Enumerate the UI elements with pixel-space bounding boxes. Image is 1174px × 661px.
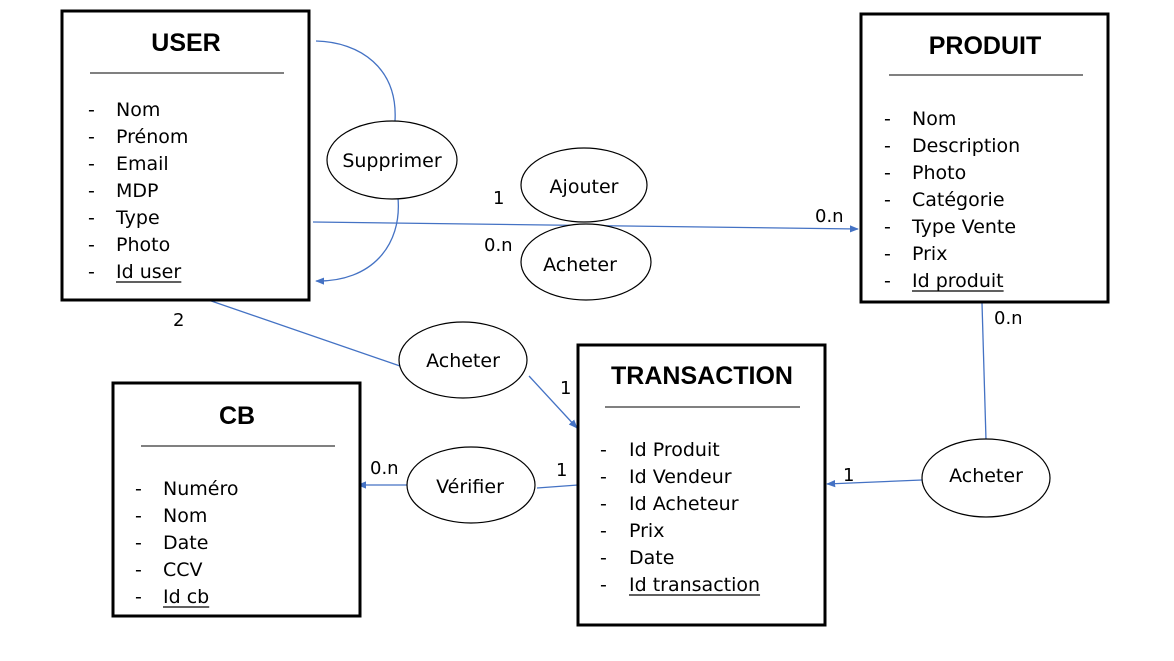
cardinality-label: 0.n — [994, 308, 1023, 329]
relation-label: Acheter — [949, 465, 1023, 487]
bullet-dash: - — [135, 586, 142, 608]
primary-key-attribute: Id cb — [163, 586, 209, 608]
entity-transaction: TRANSACTION -Id Produit-Id Vendeur-Id Ac… — [576, 343, 827, 627]
attribute-item: Id Acheteur — [629, 493, 739, 515]
entity-title: CB — [219, 402, 255, 430]
relation-verifier: Vérifier — [406, 446, 536, 524]
acheter-transaction2-connector — [826, 479, 923, 488]
bullet-dash: - — [88, 207, 95, 229]
cardinality-label: 1 — [843, 465, 854, 486]
user-acheter-connector — [187, 292, 401, 367]
bullet-dash: - — [88, 261, 95, 283]
entity-title: PRODUIT — [929, 32, 1042, 60]
bullet-dash: - — [600, 439, 607, 461]
attribute-item: Date — [629, 547, 674, 569]
relation-label: Acheter — [426, 350, 500, 372]
bullet-dash: - — [600, 466, 607, 488]
entity-produit: PRODUIT -Nom-Description-Photo-Catégorie… — [859, 12, 1110, 304]
entity-title: TRANSACTION — [611, 362, 793, 390]
primary-key-attribute: Id user — [116, 261, 181, 283]
cardinality-label: 1 — [556, 460, 567, 481]
bullet-dash: - — [600, 493, 607, 515]
attribute-item: Prix — [629, 520, 664, 542]
relation-supprimer: Supprimer — [326, 120, 458, 200]
attribute-item: Description — [912, 135, 1020, 157]
bullet-dash: - — [88, 99, 95, 121]
attribute-item: Photo — [912, 162, 966, 184]
attribute-item: Date — [163, 532, 208, 554]
attribute-item: Id Vendeur — [629, 466, 732, 488]
cardinality-label: 0.n — [815, 206, 844, 227]
entity-title: USER — [151, 29, 220, 57]
supprimer-loop-top — [315, 40, 396, 122]
relation-label: Vérifier — [436, 476, 504, 498]
bullet-dash: - — [884, 189, 891, 211]
bullet-dash: - — [88, 153, 95, 175]
attribute-item: Id Produit — [629, 439, 720, 461]
entity-cb: CB -Numéro-Nom-Date-CCV-Id cb — [111, 381, 362, 618]
bullet-dash: - — [135, 559, 142, 581]
attribute-item: Numéro — [163, 478, 238, 500]
relation-acheter-user-produit: Acheter — [520, 223, 652, 301]
bullet-dash: - — [884, 270, 891, 292]
cardinality-label: 1 — [560, 378, 571, 399]
cardinality-label: 0.n — [484, 235, 513, 256]
attribute-item: CCV — [163, 559, 203, 581]
attribute-item: Email — [116, 153, 169, 175]
primary-key-attribute: Id produit — [912, 270, 1004, 292]
attribute-item: Prix — [912, 243, 947, 265]
bullet-dash: - — [135, 532, 142, 554]
relation-label: Ajouter — [550, 176, 619, 198]
relation-ajouter: Ajouter — [520, 147, 648, 223]
cardinality-label: 1 — [493, 188, 504, 209]
attribute-item: Nom — [163, 505, 207, 527]
attribute-item: Nom — [912, 108, 956, 130]
bullet-dash: - — [135, 478, 142, 500]
attribute-item: Nom — [116, 99, 160, 121]
bullet-dash: - — [884, 216, 891, 238]
relation-label: Supprimer — [342, 150, 442, 172]
bullet-dash: - — [88, 126, 95, 148]
attribute-item: Type Vente — [911, 216, 1016, 238]
entity-user: USER -Nom-Prénom-Email-MDP-Type-Photo-Id… — [60, 9, 311, 302]
bullet-dash: - — [884, 162, 891, 184]
bullet-dash: - — [884, 243, 891, 265]
bullet-dash: - — [88, 180, 95, 202]
bullet-dash: - — [884, 135, 891, 157]
attribute-item: Prénom — [116, 126, 188, 148]
bullet-dash: - — [600, 574, 607, 596]
attribute-item: Catégorie — [912, 189, 1005, 211]
acheter-transaction-connector — [528, 375, 578, 429]
supprimer-loop-bottom — [315, 197, 399, 285]
bullet-dash: - — [135, 505, 142, 527]
relation-acheter-user-transaction: Acheter — [398, 321, 528, 399]
attribute-item: Type — [115, 207, 160, 229]
bullet-dash: - — [600, 547, 607, 569]
bullet-dash: - — [88, 234, 95, 256]
cardinality-label: 2 — [173, 310, 184, 331]
bullet-dash: - — [600, 520, 607, 542]
relation-label: Acheter — [543, 254, 617, 276]
relation-acheter-produit-transaction: Acheter — [921, 438, 1051, 518]
cardinality-label: 0.n — [370, 458, 399, 479]
produit-acheter-connector — [981, 302, 987, 441]
attribute-item: Photo — [116, 234, 170, 256]
cardinalities: 1 0.n 0.n 2 1 0.n 1 0.n 1 — [173, 188, 1023, 486]
primary-key-attribute: Id transaction — [629, 574, 760, 596]
transaction-verifier-connector — [536, 484, 579, 489]
attribute-item: MDP — [116, 180, 158, 202]
bullet-dash: - — [884, 108, 891, 130]
